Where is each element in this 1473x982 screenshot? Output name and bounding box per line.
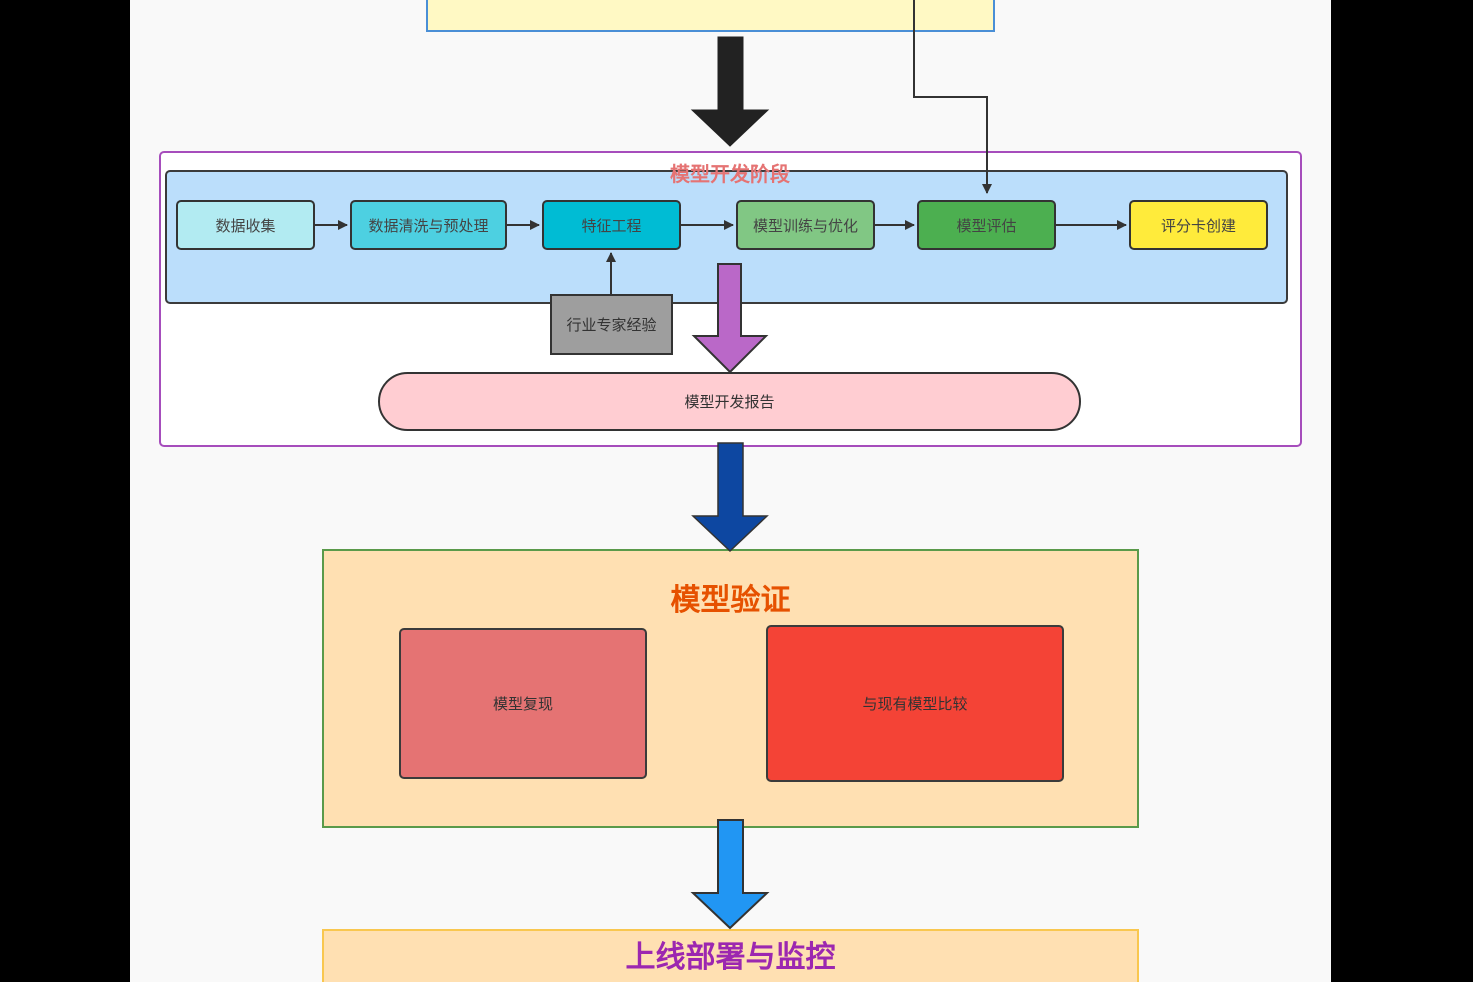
validation-model-replication[interactable]: 模型复现 bbox=[399, 628, 647, 779]
model-dev-pipeline-container bbox=[165, 170, 1288, 304]
validation-stage-title: 模型验证 bbox=[670, 583, 791, 618]
connectors-layer bbox=[315, 0, 1127, 930]
previous-stage-box[interactable] bbox=[426, 0, 995, 32]
step-data-cleaning[interactable]: 数据清洗与预处理 bbox=[350, 200, 507, 250]
step-scorecard-creation[interactable]: 评分卡创建 bbox=[1129, 200, 1268, 250]
step-feature-engineering[interactable]: 特征工程 bbox=[542, 200, 681, 250]
diagram-canvas: 模型开发阶段 数据收集 数据清洗与预处理 特征工程 模型训练与优化 模型评估 评… bbox=[130, 0, 1331, 982]
deployment-stage-frame bbox=[322, 929, 1139, 982]
arrow-to-validation bbox=[691, 442, 769, 553]
expert-experience-box[interactable]: 行业专家经验 bbox=[550, 294, 673, 355]
validation-compare-existing[interactable]: 与现有模型比较 bbox=[766, 625, 1064, 782]
deployment-stage-title: 上线部署与监控 bbox=[625, 940, 836, 975]
arrow-to-deployment bbox=[690, 819, 770, 930]
step-data-collection[interactable]: 数据收集 bbox=[176, 200, 315, 250]
model-dev-stage-title: 模型开发阶段 bbox=[670, 161, 790, 186]
step-model-training[interactable]: 模型训练与优化 bbox=[736, 200, 875, 250]
model-dev-report-box[interactable]: 模型开发报告 bbox=[378, 372, 1081, 431]
arrow-to-dev-stage bbox=[690, 36, 770, 147]
step-model-evaluation[interactable]: 模型评估 bbox=[917, 200, 1056, 250]
